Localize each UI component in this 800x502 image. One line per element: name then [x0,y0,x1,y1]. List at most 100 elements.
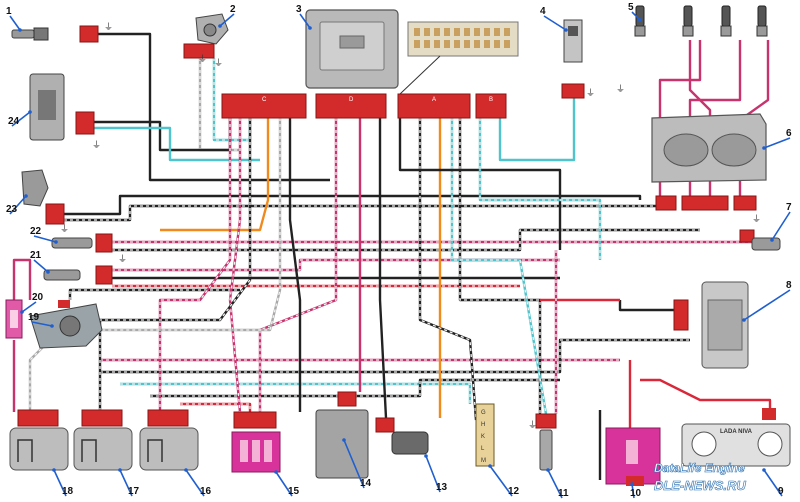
wire [28,118,282,412]
injector-16-detail [147,439,163,462]
callout-dot [18,28,22,32]
callout-dot [54,240,58,244]
callout-leader [743,289,791,321]
callout-leader [21,301,37,313]
callout-4: 4 [540,6,568,32]
ground-symbol: ⏚ [60,224,69,235]
callout-dot [24,194,28,198]
callout-number: 7 [786,202,792,213]
wire [478,118,602,260]
callout-number: 17 [128,486,140,497]
wire [450,118,548,415]
callout-leader [425,455,441,493]
wire-stripe [120,383,471,404]
callout-leader [33,235,57,243]
callout-12: 12 [488,464,520,497]
watermark-line1: DataLife Engine [654,461,745,475]
wire-stripe [159,118,231,412]
ecu-connector-group: C D A B [221,93,507,119]
wire [100,338,690,374]
diag-pin-l: L [481,446,485,452]
callout-number: 14 [360,478,372,489]
wire-stripe [100,339,690,373]
callout-number: 13 [436,482,448,493]
ground-symbol: ⏚ [528,420,537,431]
wire-stripe [150,379,560,397]
callout-dot [424,454,428,458]
callout-dot [308,26,312,30]
callout-leader [219,13,235,27]
ground-symbol: ⏚ [198,54,207,65]
callout-leader [763,469,783,497]
callout-leader [631,11,641,21]
callout-number: 23 [6,204,18,215]
callout-leader [9,195,27,215]
ecu-connector-b-label: B [489,97,493,103]
watermark-line2: DLE-NEWS.RU [654,478,746,493]
diag-pin-g: G [481,410,486,416]
callout-16: 16 [184,468,212,497]
wire-stripe [479,118,601,260]
wire [258,118,338,412]
callout-dot [342,438,346,442]
callout-23: 23 [6,194,28,215]
temperature-sensor-icon [43,265,113,285]
callout-number: 15 [288,486,300,497]
callout-21: 21 [30,250,50,274]
cluster-brand: LADA NIVA [720,429,753,435]
fuse-box-icon [605,427,661,486]
oxygen-sensor-icon [535,413,557,471]
callout-9: 9 [762,468,784,497]
wire [228,118,242,413]
callout-leader [771,211,791,241]
callout-number: 24 [8,116,20,127]
wire [418,118,478,421]
ecu-connector-a-label: A [432,97,436,103]
wire [64,194,642,216]
ground-symbol: ⏚ [118,254,127,265]
watermark: DataLife Engine DLE-NEWS.RU [654,461,747,494]
injector-16-connector [147,409,189,427]
callout-number: 2 [230,4,236,15]
callout-dot [630,482,634,486]
callout-dot [770,238,774,242]
spark-plug [757,5,767,27]
callout-number: 12 [508,486,520,497]
injector-18-detail [17,439,33,462]
wire [378,118,388,419]
callout-19: 19 [28,312,54,328]
ground-symbol: ⏚ [214,58,223,69]
callout-leader [343,439,365,489]
wire [618,300,680,312]
relay-icon [561,19,585,99]
callout-dot [218,24,222,28]
canister-icon [315,391,369,479]
callout-leader [489,465,513,497]
relay-block-icon [231,411,281,473]
diag-pin-k: K [481,434,485,440]
ecu-connector-c-label: C [262,97,267,103]
injector-16 [139,427,199,471]
callout-number: 1 [6,6,12,17]
diagnostic-connector-icon: G H K L M [475,403,495,467]
speed-sensor-icon [375,417,429,455]
callout-leader [31,321,53,327]
diag-pin-h: H [481,422,485,428]
callout-dot [546,468,550,472]
callout-number: 19 [28,312,40,323]
wire-stripe [99,118,251,412]
callout-number: 10 [630,488,642,499]
ground-symbol: ⏚ [586,88,595,99]
diag-pin-m: M [481,458,486,464]
callout-number: 11 [558,488,569,499]
callout-leader [547,469,563,499]
wire [68,288,240,300]
callout-number: 4 [540,6,546,17]
callout-leader [53,469,67,497]
callout-number: 9 [778,486,784,497]
wire-stripe [459,118,541,414]
spark-plug-icon [634,5,768,37]
fuel-pump-module-icon [673,281,749,369]
callout-leader [9,15,21,31]
